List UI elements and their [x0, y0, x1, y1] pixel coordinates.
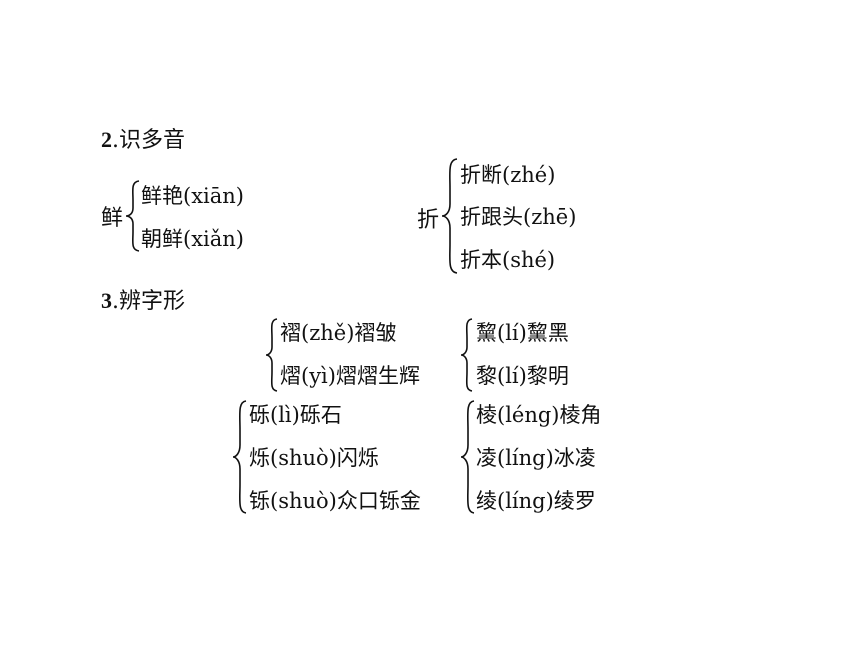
section-3-heading: 3.辨字形 — [101, 283, 185, 315]
section-2-number: 2 — [101, 127, 112, 152]
item-zhe-2: 折跟头(zhē) — [460, 205, 577, 229]
brace-triple-li-shuo — [232, 400, 248, 514]
item-xian-1: 鲜艳(xiān) — [141, 184, 244, 208]
item-leng: 棱(léng)棱角 — [476, 403, 602, 427]
section-3-number: 3 — [101, 288, 112, 313]
item-yi4: 熠(yì)熠熠生辉 — [280, 364, 420, 388]
brace-zhe — [441, 158, 459, 274]
section-2-title: .识多音 — [112, 128, 185, 153]
item-zhe3: 褶(zhě)褶皱 — [280, 321, 397, 345]
item-li-dawn: 黎(lí)黎明 — [476, 364, 569, 388]
polyphone-char-xian: 鲜 — [101, 206, 124, 231]
brace-triple-leng-ling — [460, 400, 476, 514]
item-zhe-3: 折本(shé) — [460, 248, 556, 272]
item-shuo-flicker: 烁(shuò)闪烁 — [249, 446, 379, 470]
section-3-title: .辨字形 — [112, 289, 185, 314]
item-li-dark: 黧(lí)黧黑 — [476, 321, 569, 345]
item-li4: 砾(lì)砾石 — [249, 403, 342, 427]
item-xian-2: 朝鲜(xiǎn) — [141, 227, 244, 251]
brace-pair-li — [460, 318, 474, 392]
item-shuo-metal: 铄(shuò)众口铄金 — [249, 489, 421, 513]
polyphone-char-zhe: 折 — [417, 208, 440, 233]
section-2-heading: 2.识多音 — [101, 122, 185, 154]
item-ling-ice: 凌(líng)冰凌 — [476, 446, 596, 470]
brace-pair-zhe-yi — [265, 318, 279, 392]
item-zhe-1: 折断(zhé) — [460, 163, 556, 187]
brace-xian — [125, 180, 141, 252]
item-ling-silk: 绫(líng)绫罗 — [476, 489, 596, 513]
